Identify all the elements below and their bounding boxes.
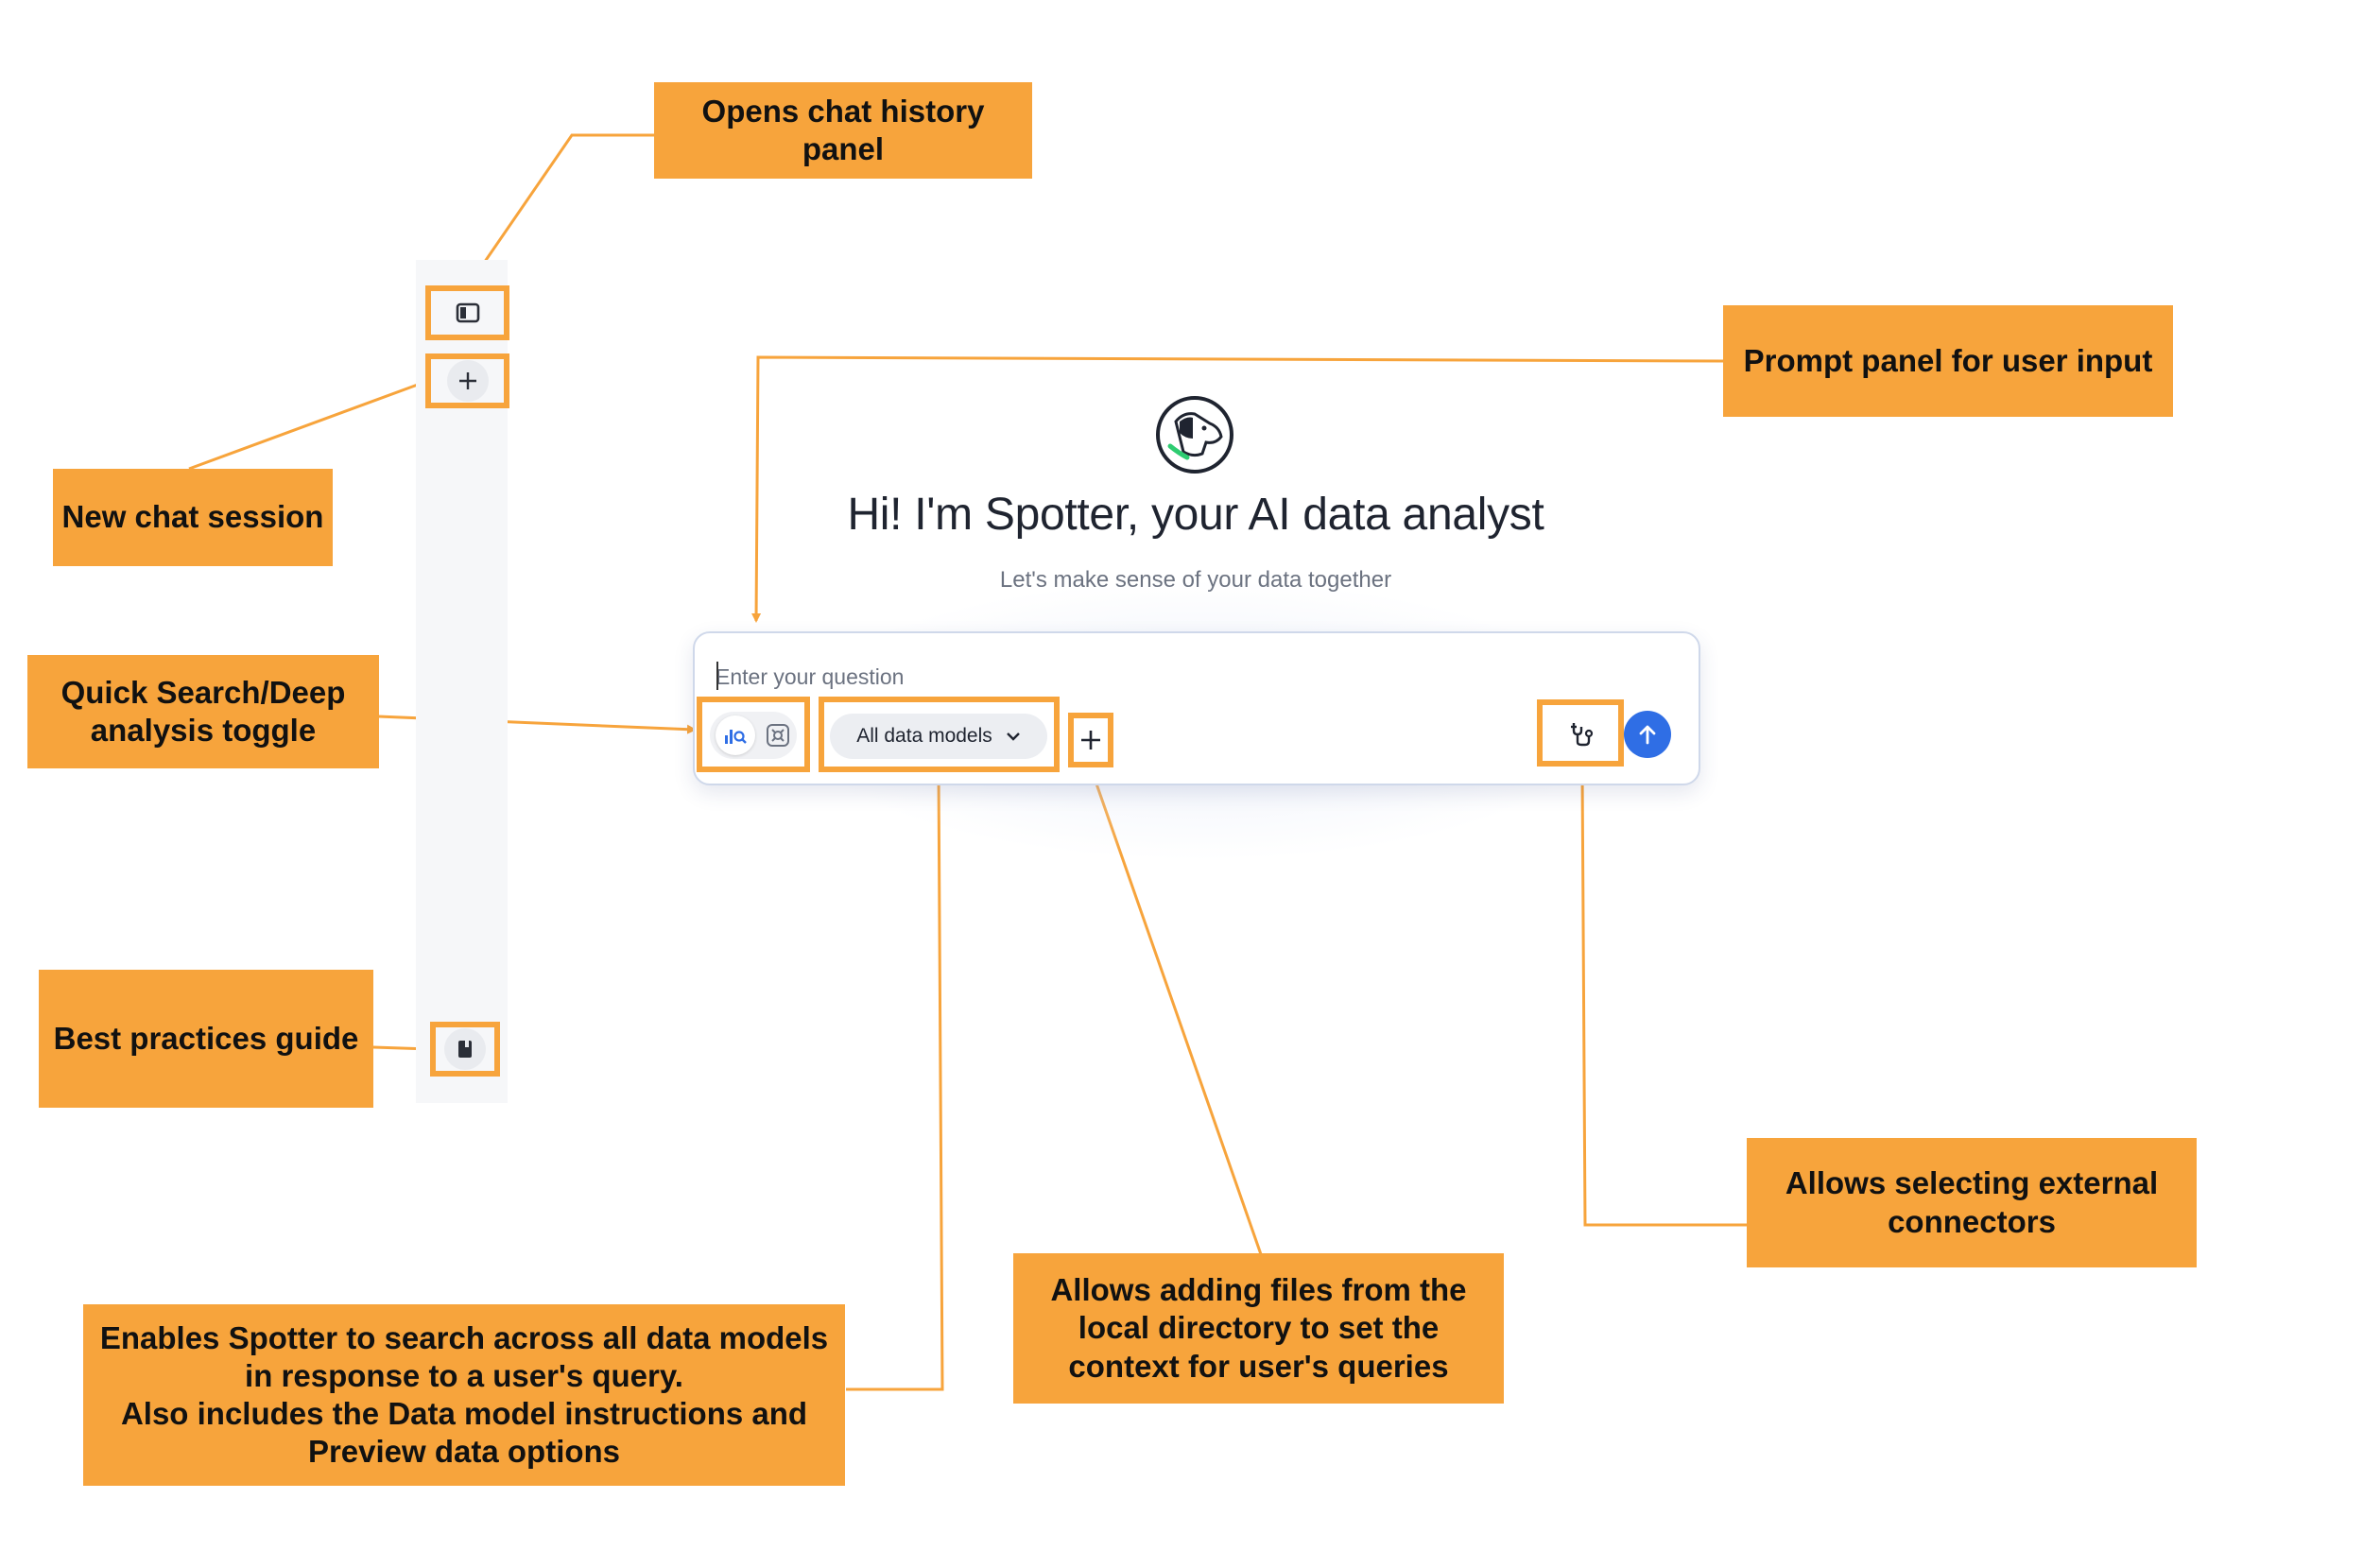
callout-data-models-line3: Also includes the Data model instruction…: [120, 1396, 808, 1431]
add-files-plus-icon: [1081, 731, 1100, 750]
add-files-button[interactable]: [1068, 713, 1113, 767]
callout-chat-history: Opens chat history panel: [654, 82, 1032, 179]
callout-data-models-line4: Preview data options: [307, 1434, 621, 1470]
callout-new-chat-text: New chat session: [61, 499, 324, 535]
search-mode-toggle-highlight: [697, 697, 810, 772]
quick-search-icon: [725, 730, 747, 744]
callout-toggle: Quick Search/Deep analysis toggle: [27, 655, 379, 768]
callout-data-models: Enables Spotter to search across all dat…: [83, 1304, 845, 1486]
callout-add-files-text: Allows adding files from the local direc…: [1050, 1272, 1467, 1384]
plus-icon: [458, 372, 476, 389]
panel-toggle-icon: [456, 302, 479, 323]
new-chat-circle: [446, 360, 489, 402]
callout-toggle-text: Quick Search/Deep analysis toggle: [60, 674, 346, 748]
best-practices-circle: [444, 1028, 486, 1070]
book-icon: [458, 1041, 472, 1058]
callout-prompt-panel: Prompt panel for user input: [1723, 305, 2173, 417]
callout-best-practices-text: Best practices guide: [53, 1020, 359, 1056]
arrow-up-icon: [1639, 725, 1656, 745]
callout-add-files: Allows adding files from the local direc…: [1013, 1253, 1504, 1404]
deep-analysis-option[interactable]: [758, 715, 798, 755]
data-models-label: All data models: [856, 725, 992, 747]
new-chat-button[interactable]: [425, 353, 509, 408]
callout-connectors-text: Allows selecting external connectors: [1785, 1165, 2159, 1239]
connector-plug-icon: [1571, 722, 1594, 746]
chat-history-button[interactable]: [425, 285, 509, 340]
arrow-connectors: [1578, 768, 1751, 1227]
send-button[interactable]: [1624, 711, 1671, 758]
arrow-new-chat: [188, 380, 427, 471]
callout-prompt-panel-text: Prompt panel for user input: [1743, 342, 2153, 378]
data-models-highlight: [819, 697, 1060, 772]
text-caret: [716, 662, 718, 690]
deep-analysis-icon: [767, 724, 789, 747]
callout-chat-history-text: Opens chat history panel: [701, 93, 985, 166]
chevron-down-icon: [1006, 732, 1020, 741]
connectors-button[interactable]: [1537, 699, 1624, 767]
callout-data-models-line2: in response to a user's query.: [245, 1357, 683, 1393]
callout-data-models-line1: Enables Spotter to search across all dat…: [99, 1319, 829, 1355]
callout-best-practices: Best practices guide: [39, 970, 373, 1108]
best-practices-button[interactable]: [430, 1022, 500, 1077]
page-title: Hi! I'm Spotter, your AI data analyst: [847, 490, 1544, 540]
callout-new-chat: New chat session: [53, 469, 333, 566]
question-input[interactable]: [714, 657, 1568, 697]
callout-connectors: Allows selecting external connectors: [1747, 1138, 2197, 1267]
quick-search-option[interactable]: [716, 715, 755, 755]
data-models-dropdown[interactable]: All data models: [830, 714, 1047, 759]
arrow-data-models: [846, 768, 944, 1391]
spotter-logo: [1156, 396, 1233, 474]
